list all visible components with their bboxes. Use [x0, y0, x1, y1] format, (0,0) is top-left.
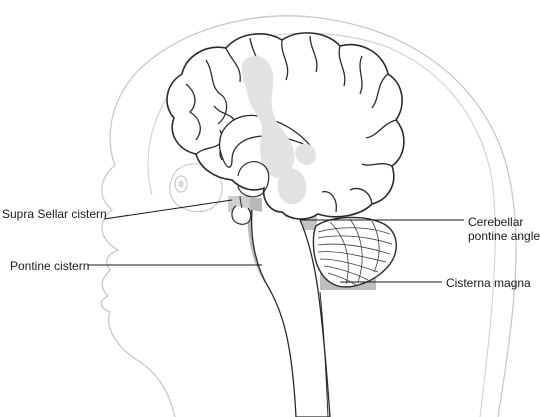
spinal-canal-line: [319, 291, 329, 417]
midbrain: [237, 161, 270, 198]
ear-outline: [169, 163, 223, 213]
label-pontine-cistern: Pontine cistern: [10, 259, 90, 273]
pituitary-stalk: [239, 195, 243, 209]
label-pontine-angle: pontine angle: [468, 229, 540, 243]
ear-canal: [174, 175, 188, 193]
csf-regions: [241, 55, 316, 205]
leader-supra-sellar: [103, 199, 233, 220]
ventricle: [218, 114, 313, 168]
pituitary: [231, 205, 252, 225]
brainstem: [250, 209, 331, 417]
leader-lines: [88, 199, 464, 283]
label-cerebellar: Cerebellar: [468, 215, 524, 229]
label-cisterna-magna: Cisterna magna: [446, 276, 531, 290]
head-outline: [100, 15, 517, 417]
label-supra-sellar-cistern: Supra Sellar cistern: [2, 207, 107, 221]
ear-canal-inner: [178, 180, 184, 188]
cerebellum-folia: [317, 218, 393, 286]
